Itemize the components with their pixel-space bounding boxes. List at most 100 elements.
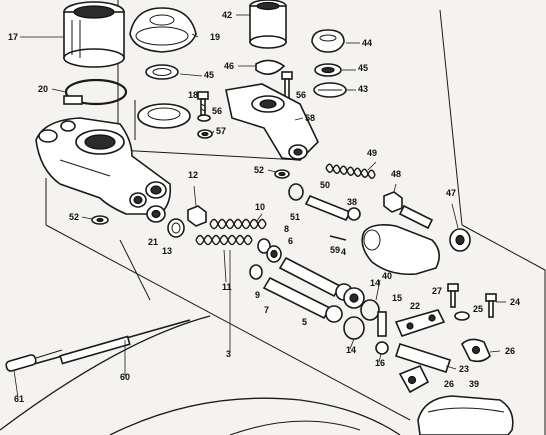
part-callout-c38: 38 <box>347 197 357 207</box>
part-callout-c26a: 26 <box>505 346 515 356</box>
spring-10 <box>209 218 267 230</box>
pin-15 <box>377 311 387 337</box>
part-callout-c13: 13 <box>162 246 172 256</box>
part-callout-c51: 51 <box>290 212 300 222</box>
part-callout-c52b: 52 <box>69 212 79 222</box>
part-callout-c9: 9 <box>255 290 260 300</box>
band-clamp-20 <box>63 78 128 106</box>
part-callout-c56b: 56 <box>296 90 306 100</box>
part-callout-c14b: 14 <box>346 345 356 355</box>
part-callout-c7: 7 <box>264 305 269 315</box>
bolt-24 <box>485 293 497 318</box>
part-callout-c4: 4 <box>341 247 346 257</box>
diaphragm-left <box>137 103 191 129</box>
part-callout-c11: 11 <box>222 282 232 292</box>
nut-12 <box>187 205 207 227</box>
part-callout-c45a: 45 <box>204 70 214 80</box>
part-callout-c24: 24 <box>510 297 520 307</box>
part-callout-c61: 61 <box>14 394 24 404</box>
part-callout-c8: 8 <box>284 224 289 234</box>
part-callout-c44: 44 <box>362 38 372 48</box>
part-callout-c27: 27 <box>432 286 442 296</box>
cylinder-sleeve-17 <box>63 1 125 68</box>
part-callout-c40: 40 <box>382 271 392 281</box>
part-callout-c49: 49 <box>367 148 377 158</box>
part-callout-c25: 25 <box>473 304 483 314</box>
part-callout-c12: 12 <box>188 170 198 180</box>
ring-8 <box>257 238 271 254</box>
washer-56-left <box>197 114 211 122</box>
spring-49 <box>325 163 376 179</box>
part-callout-c21: 21 <box>148 237 158 247</box>
cable-60 <box>33 319 191 365</box>
ring-51 <box>288 183 304 201</box>
ring-14-upper <box>360 299 380 321</box>
small-sleeve-42 <box>249 0 287 49</box>
washer-25 <box>454 311 470 321</box>
clevis-26-lower <box>398 364 430 394</box>
link-plate-22 <box>394 309 446 337</box>
part-callout-c50: 50 <box>320 180 330 190</box>
nut-48 <box>383 191 403 213</box>
part-callout-c20: 20 <box>38 84 48 94</box>
part-callout-c42: 42 <box>222 10 232 20</box>
boot-40 <box>361 224 440 276</box>
ring-14-lower <box>343 316 365 340</box>
part-callout-c26b: 26 <box>444 379 454 389</box>
washer-13 <box>167 218 185 238</box>
rod-50 <box>304 194 361 222</box>
bolt-18 <box>197 91 209 116</box>
boot-39 <box>417 395 514 435</box>
part-callout-c47: 47 <box>446 188 456 198</box>
clevis-23 <box>394 342 452 374</box>
washer-45-left <box>145 64 179 80</box>
diaphragm-43 <box>313 82 347 98</box>
part-callout-c52a: 52 <box>254 165 264 175</box>
part-callout-c5: 5 <box>302 317 307 327</box>
part-callout-c6: 6 <box>288 236 293 246</box>
part-callout-c18: 18 <box>188 90 198 100</box>
leader-lines <box>13 14 506 399</box>
part-callout-c14a: 14 <box>370 278 380 288</box>
part-callout-c17a: 17 <box>8 32 18 42</box>
rod-right <box>398 204 434 230</box>
part-callout-c60: 60 <box>120 372 130 382</box>
cable-housing-curve <box>0 315 401 435</box>
part-callout-c57: 57 <box>216 126 226 136</box>
part-callout-c59: 59 <box>330 245 340 255</box>
assembly-guide-lines <box>45 0 546 435</box>
part-callout-c43: 43 <box>358 84 368 94</box>
washer-52-left <box>91 215 109 225</box>
cap-47 <box>449 228 471 252</box>
part-callout-c46: 46 <box>224 61 234 71</box>
part-callout-c19: 19 <box>210 32 220 42</box>
washer-45-right <box>314 63 342 77</box>
part-callout-c56a: 56 <box>212 106 222 116</box>
washer-52-right <box>274 169 290 179</box>
bolt-27 <box>447 283 459 308</box>
washer-57 <box>197 129 213 139</box>
upper-valve-body <box>225 83 319 161</box>
part-callout-c10: 10 <box>255 202 265 212</box>
piston-5 <box>262 276 343 323</box>
part-callout-c16: 16 <box>375 358 385 368</box>
nut-16 <box>375 341 389 355</box>
main-valve-body <box>35 117 172 215</box>
ring-6 <box>266 245 282 263</box>
part-callout-c3: 3 <box>226 349 231 359</box>
part-callout-c45b: 45 <box>358 63 368 73</box>
part-callout-c48: 48 <box>391 169 401 179</box>
part-callout-c58: 58 <box>305 113 315 123</box>
cap-44 <box>311 29 345 53</box>
dust-cover-19 <box>129 7 197 53</box>
spring-11 <box>195 234 253 246</box>
clevis-26-upper <box>461 338 491 363</box>
ring-9 <box>249 264 263 280</box>
pin-59 <box>329 235 347 241</box>
part-callout-c22: 22 <box>410 301 420 311</box>
part-callout-c15: 15 <box>392 293 402 303</box>
plug-21 <box>146 205 166 223</box>
